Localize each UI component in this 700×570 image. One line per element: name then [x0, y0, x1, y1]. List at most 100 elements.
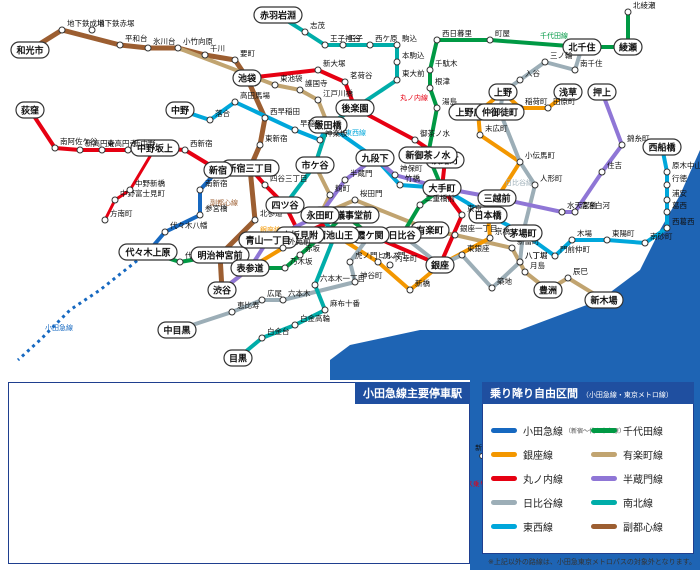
station-dot: [261, 114, 269, 122]
station-label: 青山一丁目: [245, 235, 290, 247]
station-ningyocho: 人形町: [531, 174, 563, 189]
station-hiroo: 広尾: [258, 288, 282, 304]
station-label: 八丁堀: [525, 251, 548, 260]
station-dot: [314, 96, 322, 104]
station-label: 六本木一丁目: [320, 273, 365, 283]
station-label: 西ケ原: [375, 34, 398, 43]
station-dot: [351, 196, 359, 204]
odakyu-panel: 小田急線主要停車駅: [8, 382, 470, 564]
station-dot: [516, 258, 524, 266]
station-ochanomizu: 御茶ノ水: [411, 128, 450, 144]
line-label-tozai: 東西線: [345, 128, 366, 137]
station-label: 平和台: [125, 33, 148, 43]
station-box: [203, 161, 233, 179]
station-box: [165, 101, 195, 119]
station-label: 虎ノ門: [383, 250, 406, 260]
station-dot: [541, 58, 549, 66]
station-dot: [663, 181, 671, 189]
station-dot: [341, 176, 349, 184]
line-marunouchi-3: [103, 146, 157, 222]
station-box: [118, 243, 178, 261]
legend-panel: 乗り降り自由区間 （小田急線・東京メトロ線） 小田急線（新宿〜代々木上原）銀座線…: [482, 382, 694, 554]
station-dot: [116, 41, 124, 49]
station-label: 押上: [593, 87, 611, 99]
station-dot: [176, 258, 184, 266]
station-dot: [393, 76, 401, 84]
station-chikatetsu_narimasu: 地下鉄成増: [58, 18, 105, 34]
station-baraki_nakayama: 原木中山: [663, 160, 700, 176]
station-label: 三越前: [483, 193, 510, 205]
station-label: 南砂町: [650, 231, 673, 241]
station-higashikoenji: 東高円寺: [98, 138, 137, 154]
station-shinotsuka: 新大塚: [314, 58, 346, 74]
station-dot: [391, 171, 399, 179]
station-dot: [258, 334, 266, 342]
station-label: 白金台: [267, 326, 290, 336]
station-label: 東新宿: [265, 133, 288, 143]
station-dot: [558, 208, 566, 216]
station-komagome: 駒込: [393, 33, 417, 49]
station-tokyo: 東京: [458, 203, 482, 219]
station-label: 御茶ノ水: [420, 128, 450, 138]
station-dot: [231, 56, 239, 64]
station-iidabashi: 飯田橋: [308, 116, 348, 134]
station-dot: [341, 78, 349, 86]
station-label: 末広町: [485, 123, 508, 133]
station-meiji_jingumae: 明治神宮前: [190, 246, 250, 264]
station-label: 日本橋: [474, 210, 502, 222]
station-suitengumae: 水天宮前: [558, 200, 597, 216]
line-fukutoshin-0: [27, 27, 268, 293]
station-ichigaya: 市ケ谷: [295, 156, 335, 174]
station-label: 白金高輪: [300, 313, 330, 323]
station-aoyama_itchome: 青山一丁目: [238, 231, 298, 249]
station-label: 内幸町: [395, 253, 418, 263]
station-dot: [663, 208, 671, 216]
station-nakanoshimbashi: 中野新橋: [126, 178, 165, 194]
station-toyosu: 豊洲: [533, 281, 563, 299]
legend-label: 銀座線: [523, 451, 553, 462]
station-dot: [281, 264, 289, 272]
station-shinkiba: 新木場: [584, 291, 624, 309]
station-dot: [451, 231, 459, 239]
station-label: 原木中山: [672, 160, 700, 170]
station-label: 駒込: [402, 33, 417, 43]
station-label: 護国寺: [305, 78, 328, 88]
station-box: [207, 281, 237, 299]
station-label: 月島: [530, 260, 545, 270]
station-label: 西船橋: [648, 142, 676, 154]
station-label: 新宿: [209, 165, 227, 177]
station-box: [300, 206, 340, 224]
station-gokokuji: 護国寺: [296, 78, 328, 94]
station-sakuradamon: 桜田門: [351, 188, 383, 204]
station-kodenmacho: 小伝馬町: [516, 150, 555, 166]
station-nakano: 中野: [165, 101, 195, 119]
station-label: 広尾: [267, 288, 282, 298]
station-nezu: 根津: [426, 76, 450, 92]
station-tsukishima: 月島: [521, 260, 545, 276]
line-label-chiyoda: 千代田線: [540, 31, 568, 40]
station-nakanosakaue: 中野坂上: [130, 139, 180, 157]
station-label: 虎ノ門ヒルズ: [355, 250, 400, 260]
station-takadanobaba: 高田馬場: [231, 90, 270, 106]
station-dot: [551, 252, 559, 260]
legend-label: 日比谷線: [523, 499, 563, 510]
station-dot: [663, 196, 671, 204]
station-box: [295, 156, 335, 174]
line-label-ginza: 銀座線: [260, 225, 281, 234]
station-box: [613, 38, 643, 56]
station-ochiai: 落合: [206, 108, 230, 124]
legend-swatch: [591, 428, 617, 433]
station-label: 千川: [210, 43, 225, 53]
station-dot: [206, 116, 214, 124]
legend-label: 有楽町線: [623, 451, 663, 462]
station-label: 門前仲町: [560, 244, 590, 254]
legend-row: 東西線: [491, 519, 553, 534]
station-label: 銀座一丁目: [460, 223, 498, 233]
station-akasaka: 赤坂: [296, 243, 320, 259]
station-wakoshi: 和光市: [10, 41, 50, 59]
station-dot: [433, 36, 441, 44]
station-dot: [486, 36, 494, 44]
station-ebisu: 恵比寿: [228, 300, 260, 316]
station-label: 目黒: [229, 354, 247, 365]
legend-label: 丸ノ内線: [523, 475, 563, 486]
